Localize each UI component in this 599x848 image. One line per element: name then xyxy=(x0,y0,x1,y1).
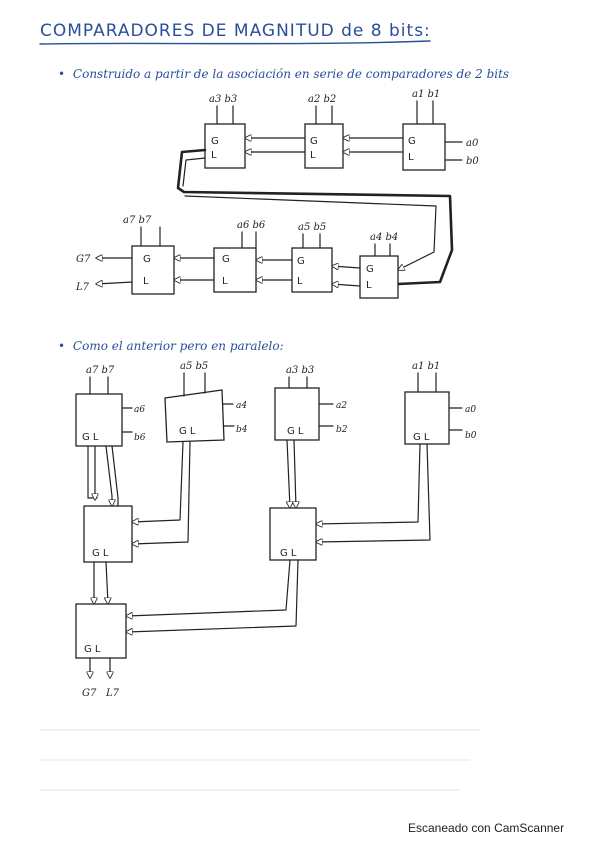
svg-text:L: L xyxy=(297,276,303,287)
svg-text:b6: b6 xyxy=(134,433,146,443)
section2-text: Como el anterior pero en paralelo: xyxy=(73,339,284,353)
parallel-output-g7: G7 xyxy=(82,688,97,699)
svg-text:• Construido a partir de: • Construido a partir de la asociación e… xyxy=(58,67,509,81)
serial-l-label: L xyxy=(310,150,316,161)
parallel-comparator-4 xyxy=(404,391,450,445)
serial-comparator-6 xyxy=(291,247,333,293)
serial-comparator-1 xyxy=(204,123,246,169)
svg-text:G L: G L xyxy=(280,548,297,559)
serial-input-a3b3: a3 b3 xyxy=(209,94,237,105)
serial-diagram: a3 b3 a2 b2 a1 b1 G L G L G L a0 b0 xyxy=(75,89,479,299)
serial-comparator-5 xyxy=(213,247,257,293)
parallel-input-a1b1: a1 b1 xyxy=(412,361,440,372)
svg-text:a0: a0 xyxy=(465,405,476,415)
svg-text:L: L xyxy=(143,276,149,287)
section2-bullet: • xyxy=(58,339,65,353)
parallel-output-l7: L7 xyxy=(105,688,120,699)
serial-input-a4b4: a4 b4 xyxy=(370,232,398,243)
svg-text:G: G xyxy=(222,254,230,265)
svg-text:a4: a4 xyxy=(236,401,247,411)
serial-comparator-4 xyxy=(131,245,175,295)
section2-heading: • Como el anterior pero en paralelo: xyxy=(58,339,284,353)
serial-comparator-2 xyxy=(304,123,344,169)
svg-text:G: G xyxy=(297,256,305,267)
serial-comparator-7 xyxy=(359,255,399,299)
svg-text:G: G xyxy=(143,254,151,265)
serial-comparator-3 xyxy=(402,123,446,171)
camscanner-watermark: Escaneado con CamScanner xyxy=(408,821,564,835)
svg-text:G L: G L xyxy=(179,426,196,437)
svg-text:L: L xyxy=(366,280,372,291)
serial-g-label: G xyxy=(408,136,416,147)
parallel-comparator-3 xyxy=(274,387,320,441)
parallel-comparator-5 xyxy=(83,505,133,563)
svg-text:a6: a6 xyxy=(134,405,145,415)
serial-output-l7: L7 xyxy=(75,282,90,293)
section1-bullet: • xyxy=(58,67,65,81)
serial-input-a0: a0 xyxy=(466,138,479,149)
svg-text:G L: G L xyxy=(287,426,304,437)
serial-output-g7: G7 xyxy=(76,254,91,265)
parallel-input-a7b7: a7 b7 xyxy=(86,365,115,376)
svg-text:b0: b0 xyxy=(465,431,477,441)
svg-text:b4: b4 xyxy=(236,425,248,435)
page-title: COMPARADORES DE MAGNITUD de 8 bits: xyxy=(39,21,431,45)
svg-text:COMPARADORES DE MAGNITUD de 8: COMPARADORES DE MAGNITUD de 8 bits: xyxy=(40,21,431,41)
svg-text:• Como el anterior pero: • Como el anterior pero en paralelo: xyxy=(58,339,284,353)
serial-input-a5b5: a5 b5 xyxy=(298,222,326,233)
parallel-comparator-2 xyxy=(164,389,225,443)
serial-g-label: G xyxy=(211,136,219,147)
svg-text:G L: G L xyxy=(413,432,430,443)
parallel-diagram: a7 b7 a5 b5 a3 b3 a1 b1 a6 b6 a4 b4 a2 b… xyxy=(75,361,477,699)
svg-text:G L: G L xyxy=(92,548,109,559)
serial-l-label: L xyxy=(211,150,217,161)
serial-input-a1b1: a1 b1 xyxy=(412,89,440,100)
parallel-input-a5b5: a5 b5 xyxy=(180,361,208,372)
parallel-final-comparator xyxy=(75,603,127,659)
section1-text: Construido a partir de la asociación en … xyxy=(73,67,509,81)
svg-text:L: L xyxy=(222,276,228,287)
serial-input-a6b6: a6 b6 xyxy=(237,220,266,231)
svg-text:b2: b2 xyxy=(336,425,348,435)
svg-text:G: G xyxy=(366,264,374,275)
parallel-comparator-6 xyxy=(269,507,317,561)
serial-input-b0: b0 xyxy=(466,156,479,167)
scan-artifacts xyxy=(40,729,480,791)
serial-l-label: L xyxy=(408,152,414,163)
parallel-input-a3b3: a3 b3 xyxy=(286,365,314,376)
serial-g-label: G xyxy=(310,136,318,147)
svg-text:G L: G L xyxy=(82,432,99,443)
parallel-comparator-1 xyxy=(75,393,123,447)
serial-input-a7b7: a7 b7 xyxy=(123,215,152,226)
section1-heading: • Construido a partir de la asociación e… xyxy=(58,67,509,81)
svg-text:a2: a2 xyxy=(336,401,347,411)
svg-text:G L: G L xyxy=(84,644,101,655)
serial-input-a2b2: a2 b2 xyxy=(308,94,336,105)
